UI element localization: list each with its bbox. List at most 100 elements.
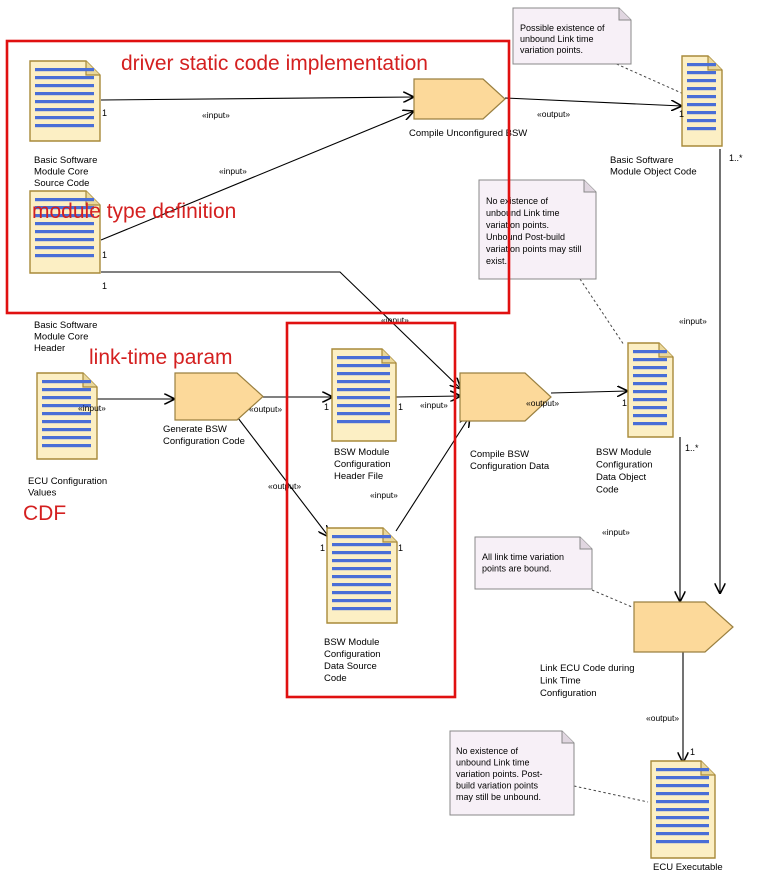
annotation-driver-static-code: driver static code implementation <box>121 52 428 75</box>
task-compile-unconfigured-label-line-1: Compile Unconfigured BSW <box>409 128 527 139</box>
doc-core-header-text-stripe <box>35 238 94 242</box>
doc-data-object-code-text-stripe <box>633 366 667 370</box>
connector-layer <box>97 97 720 763</box>
doc-core-header-text-stripe <box>35 214 94 218</box>
task-compile-unconfigured: Compile Unconfigured BSW <box>409 78 527 139</box>
doc-core-header-text-stripe <box>35 254 94 258</box>
task-compile-unconfigured-shape <box>413 78 506 120</box>
annotation-module-type-definition: module type definition <box>32 200 236 223</box>
task-generate-config-code-label-line-2: Configuration Code <box>163 436 245 447</box>
note-no-unbound-postbuild-text-line-5: variation points may still <box>486 244 582 254</box>
doc-data-source-code-label-line-3: Data Source <box>324 661 377 672</box>
doc-data-source-code-label-line-4: Code <box>324 673 347 684</box>
doc-core-source-code-label-line-2: Module Core <box>34 167 88 178</box>
note-no-unbound-postbuild-text-line-1: No existence of <box>486 196 549 206</box>
note-no-unbound-postbuild-text-line-2: unbound Link time <box>486 208 560 218</box>
doc-object-code-page <box>681 55 723 147</box>
doc-data-object-code-text-stripe <box>633 414 667 418</box>
doc-object-code-text-stripe <box>687 71 716 75</box>
task-link-ecu-code-label-line-3: Configuration <box>540 688 597 699</box>
note-no-unbound-executable-text-line-1: No existence of <box>456 746 519 756</box>
doc-ecu-config-values-label-line-1: ECU Configuration <box>28 476 107 487</box>
doc-data-object-code-label-line-4: Code <box>596 485 619 496</box>
note-no-unbound-postbuild-text-line-3: variation points. <box>486 220 549 230</box>
doc-ecu-config-values-text-stripe <box>42 436 91 440</box>
doc-object-code-text-stripe <box>687 63 716 67</box>
doc-core-source-code-text-stripe <box>35 124 94 128</box>
note-no-unbound-executable-text-line-5: may still be unbound. <box>456 792 541 802</box>
note-no-unbound-executable-text-line-3: variation points. Post- <box>456 769 543 779</box>
label-input-object-code: «input» <box>679 316 707 326</box>
mult-object-code-out: 1..* <box>729 153 743 163</box>
doc-header-file-text-stripe <box>337 388 390 392</box>
doc-header-file-text-stripe <box>337 412 390 416</box>
note-no-unbound-postbuild-text-line-4: Unbound Post-build <box>486 232 565 242</box>
task-generate-config-code-shape <box>174 372 264 421</box>
doc-header-file-label-line-1: BSW Module <box>334 447 389 458</box>
doc-data-source-code-label-line-2: Configuration <box>324 649 381 660</box>
doc-header-file-text-stripe <box>337 356 390 360</box>
mult-data-source-right: 1 <box>398 543 403 553</box>
anchor-line-4 <box>573 785 649 803</box>
doc-header-file-text-stripe <box>337 372 390 376</box>
doc-header-file-label-line-3: Header File <box>334 471 383 482</box>
task-link-ecu-code-label-line-2: Link Time <box>540 676 581 687</box>
mult-ecu-executable: 1 <box>690 747 695 757</box>
doc-core-source-code-text-stripe <box>35 108 94 112</box>
doc-core-header-text-stripe <box>35 198 94 202</box>
doc-data-source-code-label-line-1: BSW Module <box>324 637 379 648</box>
doc-data-object-code-label-line-3: Data Object <box>596 472 647 483</box>
note-all-bound-paper <box>474 536 593 590</box>
doc-core-source-code-text-stripe <box>35 116 94 120</box>
doc-header-file-text-stripe <box>337 364 390 368</box>
doc-core-header-text-stripe <box>35 246 94 250</box>
doc-core-source-code-label-line-3: Source Code <box>34 178 89 189</box>
doc-data-source-code-text-stripe <box>332 599 391 603</box>
doc-data-object-code-text-stripe <box>633 398 667 402</box>
edge-compile-config-to-data-object <box>550 391 628 393</box>
doc-header-file-text-stripe <box>337 396 390 400</box>
edge-core-header-to-compile-config <box>101 271 461 389</box>
task-compile-config-data-label-line-2: Configuration Data <box>470 461 550 472</box>
doc-object-code-text-stripe <box>687 95 716 99</box>
doc-data-source-code-text-stripe <box>332 567 391 571</box>
label-input-header-file: «input» <box>420 400 448 410</box>
doc-ecu-executable-text-stripe <box>656 832 709 836</box>
doc-ecu-executable: ECU Executable <box>650 760 723 873</box>
doc-core-header-label-line-1: Basic Software <box>34 320 97 331</box>
anchor-line-1 <box>611 61 687 96</box>
note-possible-unbound-text-line-2: unbound Link time <box>520 34 594 44</box>
edge-header-file-to-compile-config <box>395 396 461 397</box>
edge-core-source-to-compile-unconfigured <box>100 97 414 100</box>
doc-header-file-label-line-2: Configuration <box>334 459 391 470</box>
note-no-unbound-executable-fold <box>561 731 574 744</box>
task-link-ecu-code-shape <box>633 601 734 653</box>
doc-ecu-executable-text-stripe <box>656 792 709 796</box>
mult-data-object-out: 1..* <box>685 443 699 453</box>
mult-data-source-left: 1 <box>320 543 325 553</box>
doc-data-source-code-text-stripe <box>332 535 391 539</box>
edge-label-layer: «input»«input»«output»«input»«input»«out… <box>78 108 743 757</box>
doc-ecu-config-values-text-stripe <box>42 388 91 392</box>
anchor-line-3 <box>591 589 633 608</box>
doc-data-object-code-text-stripe <box>633 422 667 426</box>
edge-core-header-to-compile-unconfigured <box>100 111 414 241</box>
doc-ecu-config-values-text-stripe <box>42 420 91 424</box>
note-possible-unbound-text-line-3: variation points. <box>520 45 583 55</box>
doc-data-source-code-text-stripe <box>332 543 391 547</box>
annotation-cdf: CDF <box>23 502 66 525</box>
doc-core-header-text-stripe <box>35 222 94 226</box>
note-no-unbound-postbuild: No existence of unbound Link time variatio… <box>478 179 597 280</box>
doc-ecu-config-values-text-stripe <box>42 412 91 416</box>
doc-data-source-code-text-stripe <box>332 575 391 579</box>
doc-ecu-executable-text-stripe <box>656 808 709 812</box>
note-no-unbound-executable-text-line-4: build variation points <box>456 781 539 791</box>
doc-core-header-label-line-3: Header <box>34 343 65 354</box>
mult-object-code-in: 1 <box>679 109 684 119</box>
